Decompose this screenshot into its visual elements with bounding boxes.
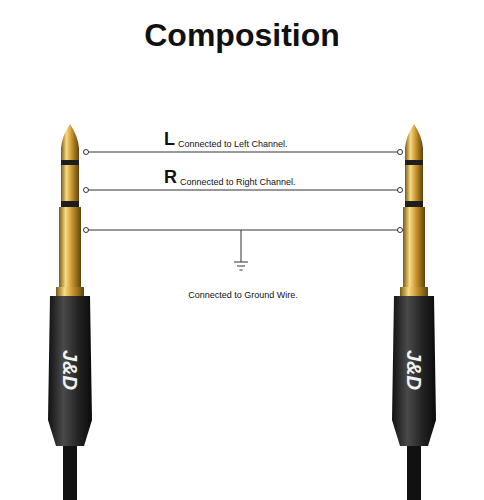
left-plug	[48, 124, 92, 500]
ground-note: Connected to Ground Wire.	[188, 290, 298, 300]
brand-logo: J&D	[403, 350, 425, 390]
title: Composition	[144, 16, 340, 54]
channel-letter: L	[164, 130, 175, 148]
right-plug	[392, 124, 436, 500]
brand-logo: J&D	[59, 350, 81, 390]
channel-letter: R	[164, 168, 177, 186]
channel-note: Connected to Right Channel.	[180, 177, 296, 187]
wires	[84, 150, 403, 271]
channel-note: Connected to Left Channel.	[178, 139, 288, 149]
